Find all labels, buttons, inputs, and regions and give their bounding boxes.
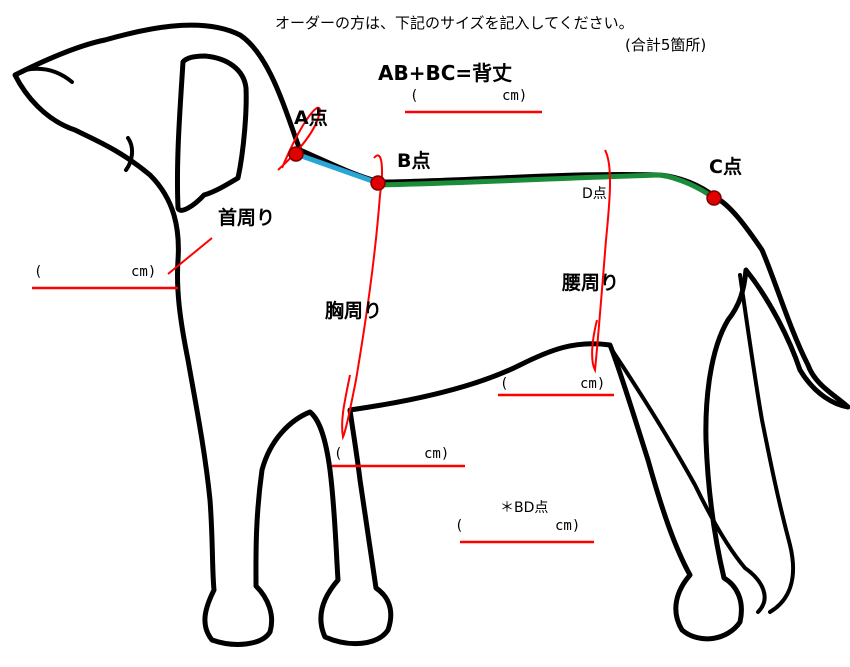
bd-field-unit: cm) — [555, 518, 581, 534]
back-length-unit: cm) — [502, 88, 528, 104]
waist-field-open: ( — [500, 376, 509, 392]
neck-field-unit: cm) — [131, 264, 157, 280]
neck-line — [167, 237, 213, 275]
segment-bc — [375, 172, 717, 201]
dog-outline — [12, 22, 850, 647]
dog-ear — [174, 53, 249, 213]
neck-field-open: ( — [34, 264, 43, 280]
point-b-label: B点 — [397, 150, 431, 172]
point-a-label: A点 — [294, 107, 328, 129]
waist-label: 腰周り — [562, 272, 620, 294]
point-a-marker — [288, 146, 304, 162]
chest-field-open: ( — [334, 446, 343, 462]
back-length-open: ( — [410, 88, 419, 104]
point-c-label: C点 — [709, 156, 742, 178]
point-b-marker — [370, 175, 386, 191]
instruction-line1: オーダーの方は、下記のサイズを記入してください。 — [275, 14, 634, 32]
chest-field-unit: cm) — [424, 446, 450, 462]
formula-label: AB+BC=背丈 — [378, 61, 513, 85]
point-d-label: D点 — [582, 186, 607, 202]
dog-leg-lines — [610, 273, 796, 614]
chest-label: 胸周り — [325, 300, 383, 322]
neck-label: 首周り — [218, 207, 276, 229]
bd-field-open: ( — [455, 518, 464, 534]
segment-ab — [295, 151, 379, 186]
bd-point-label: ＊BD点 — [500, 500, 549, 516]
point-c-marker — [706, 190, 722, 206]
dog-snout-detail — [23, 66, 135, 172]
waist-loop — [591, 149, 611, 374]
waist-field-unit: cm) — [580, 376, 606, 392]
instruction-line2: (合計5箇所) — [625, 36, 707, 54]
